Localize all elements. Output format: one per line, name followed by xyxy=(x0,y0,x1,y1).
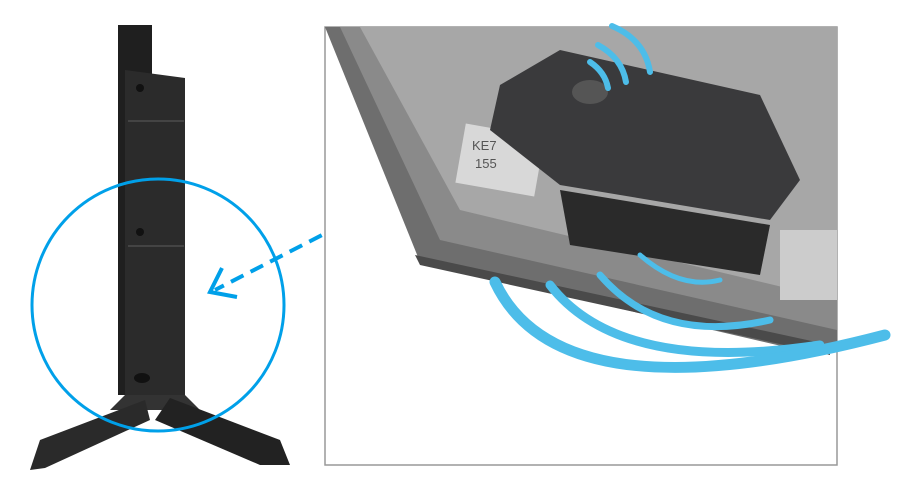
highlight-circle xyxy=(30,177,286,433)
label-subtext: 155 xyxy=(475,156,497,171)
label-text: KE7 xyxy=(472,138,497,153)
detail-panel: KE7 155 xyxy=(324,26,838,466)
sound-waves-top xyxy=(587,23,653,91)
arrow-head-icon xyxy=(207,267,238,299)
tv-stand xyxy=(30,25,290,470)
sound-waves-bottom xyxy=(489,252,891,373)
